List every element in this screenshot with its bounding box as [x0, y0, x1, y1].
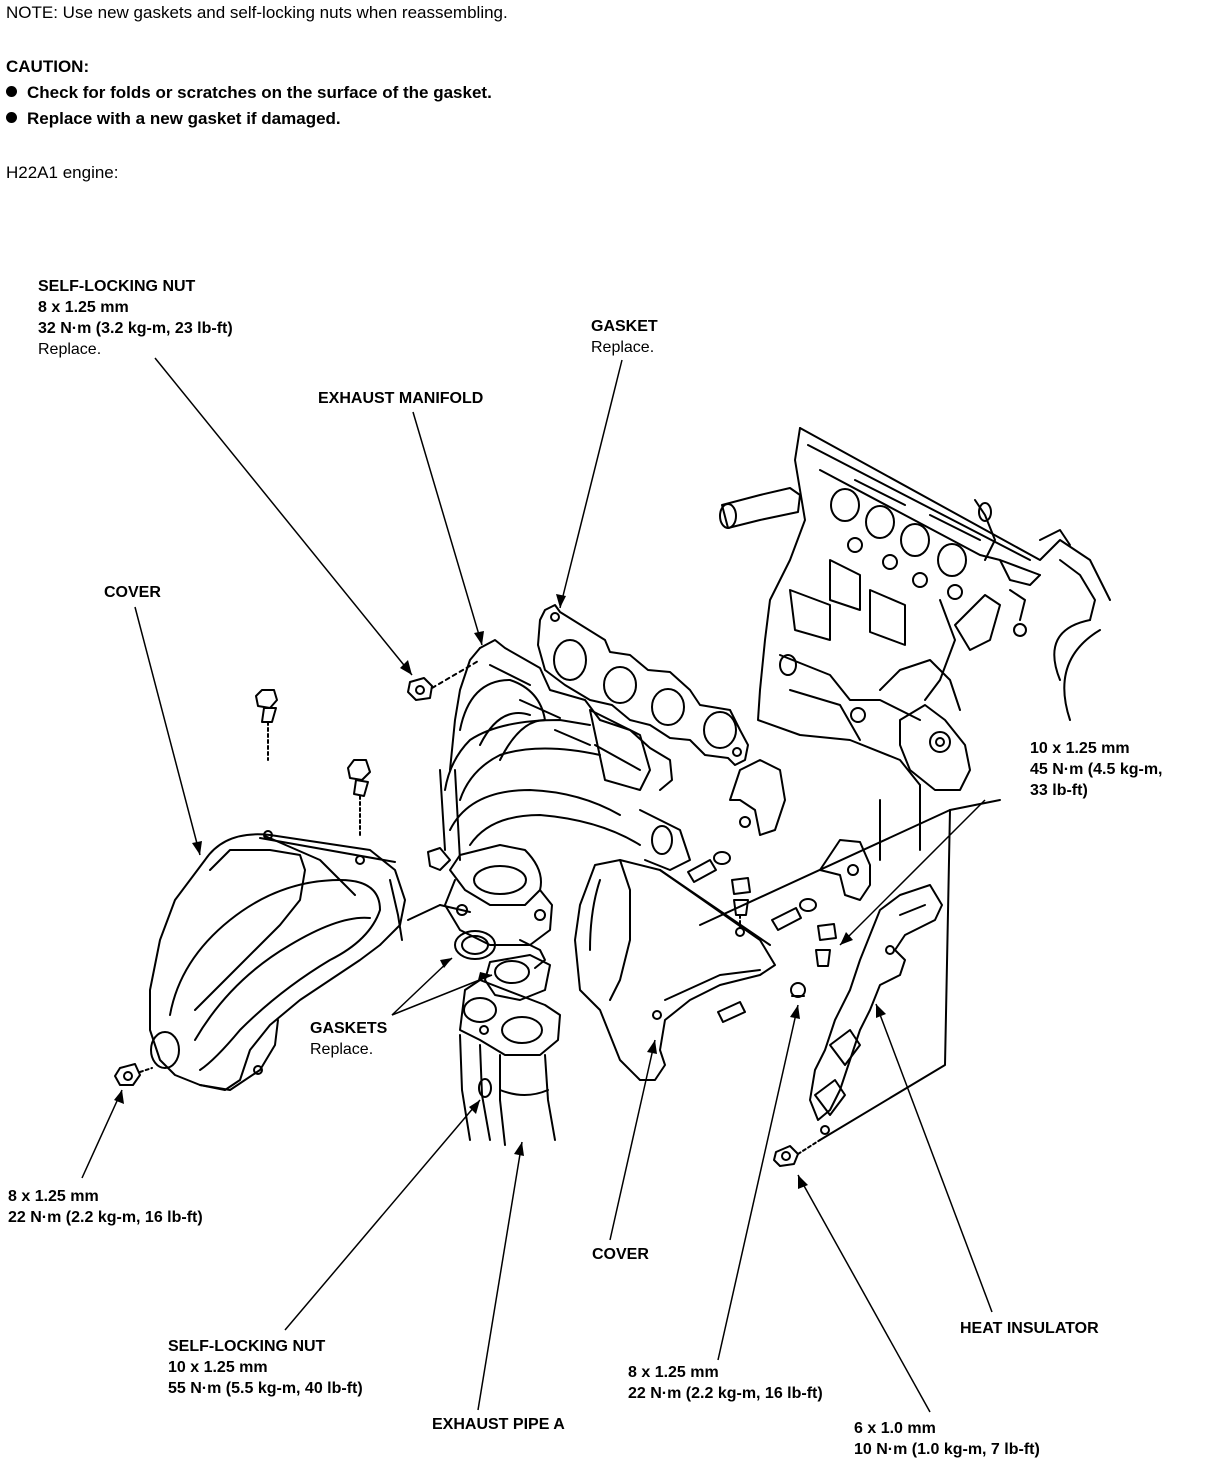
callout-gaskets: GASKETS Replace. [310, 1018, 387, 1060]
callout-size: 6 x 1.0 mm [854, 1420, 936, 1437]
callout-torque-cont: 33 lb-ft) [1030, 782, 1088, 799]
gasket-top-illustration [538, 605, 748, 765]
callout-torque: 45 N·m (4.5 kg-m, [1030, 761, 1163, 778]
caution-title: CAUTION: [6, 57, 90, 76]
callout-title: COVER [104, 584, 161, 601]
callout-bolt-middle: 8 x 1.25 mm 22 N·m (2.2 kg-m, 16 lb-ft) [628, 1362, 823, 1404]
callout-cover-middle: COVER [592, 1244, 649, 1265]
exhaust-manifold-illustration [428, 640, 690, 968]
callout-torque: 22 N·m (2.2 kg-m, 16 lb-ft) [8, 1209, 203, 1226]
heat-insulator-illustration [810, 885, 942, 1134]
cover-middle-illustration [575, 860, 775, 1080]
callout-self-locking-nut-bottom: SELF-LOCKING NUT 10 x 1.25 mm 55 N·m (5.… [168, 1336, 363, 1399]
callout-title: SELF-LOCKING NUT [168, 1338, 326, 1355]
callout-exhaust-pipe-a: EXHAUST PIPE A [432, 1414, 565, 1435]
bolt-icon [718, 983, 805, 1022]
caution-item: Replace with a new gasket if damaged. [6, 108, 341, 130]
caution-item-text: Replace with a new gasket if damaged. [27, 109, 341, 128]
engine-block-illustration [720, 428, 1110, 790]
callout-title: GASKET [591, 318, 658, 335]
callout-title: EXHAUST PIPE A [432, 1416, 565, 1433]
callout-size: 8 x 1.25 mm [8, 1188, 99, 1205]
bolt-icon [348, 760, 370, 835]
bolt-icon [774, 1140, 820, 1166]
caution-item-text: Check for folds or scratches on the surf… [27, 83, 492, 102]
callout-size: 8 x 1.25 mm [628, 1364, 719, 1381]
callout-gasket: GASKET Replace. [591, 316, 658, 358]
arrowheads [114, 594, 886, 1189]
callout-title: GASKETS [310, 1020, 388, 1037]
note-text: NOTE: Use new gaskets and self-locking n… [6, 3, 508, 22]
bullet-icon [6, 112, 17, 123]
callout-title: HEAT INSULATOR [960, 1320, 1099, 1337]
callout-cover-left: COVER [104, 582, 161, 603]
exhaust-pipe-illustration [460, 980, 560, 1145]
callout-size: 8 x 1.25 mm [38, 299, 129, 316]
callout-note: Replace. [591, 339, 655, 356]
callout-title: SELF-LOCKING NUT [38, 278, 196, 295]
bolt-icon [115, 1064, 152, 1085]
callout-heat-insulator: HEAT INSULATOR [960, 1318, 1099, 1339]
callout-torque: 22 N·m (2.2 kg-m, 16 lb-ft) [628, 1385, 823, 1402]
engine-heading: H22A1 engine: [6, 163, 119, 182]
callout-bolt-10x1.25: 10 x 1.25 mm 45 N·m (4.5 kg-m, 33 lb-ft) [1030, 738, 1162, 801]
bolt-icon [772, 899, 836, 966]
callout-bolt-left: 8 x 1.25 mm 22 N·m (2.2 kg-m, 16 lb-ft) [8, 1186, 203, 1228]
leader-lines [82, 358, 992, 1412]
callout-note: Replace. [38, 341, 102, 358]
bolt-icon [688, 852, 750, 928]
callout-torque: 55 N·m (5.5 kg-m, 40 lb-ft) [168, 1380, 363, 1397]
self-locking-nut-icon [408, 660, 480, 700]
cover-left-illustration [150, 831, 440, 1090]
callout-size: 10 x 1.25 mm [168, 1359, 268, 1376]
bracket-illustration [730, 760, 870, 900]
caution-item: Check for folds or scratches on the surf… [6, 82, 492, 104]
callout-size: 10 x 1.25 mm [1030, 740, 1130, 757]
callout-exhaust-manifold: EXHAUST MANIFOLD [318, 388, 483, 409]
bolt-icon [256, 690, 277, 760]
callout-bolt-small: 6 x 1.0 mm 10 N·m (1.0 kg-m, 7 lb-ft) [854, 1418, 1040, 1460]
block-side-line [820, 810, 950, 1140]
callout-title: COVER [592, 1246, 649, 1263]
callout-self-locking-nut-top: SELF-LOCKING NUT 8 x 1.25 mm 32 N·m (3.2… [38, 276, 233, 360]
callout-torque: 32 N·m (3.2 kg-m, 23 lb-ft) [38, 320, 233, 337]
bullet-icon [6, 86, 17, 97]
callout-title: EXHAUST MANIFOLD [318, 390, 484, 407]
callout-note: Replace. [310, 1041, 374, 1058]
callout-torque: 10 N·m (1.0 kg-m, 7 lb-ft) [854, 1441, 1040, 1458]
